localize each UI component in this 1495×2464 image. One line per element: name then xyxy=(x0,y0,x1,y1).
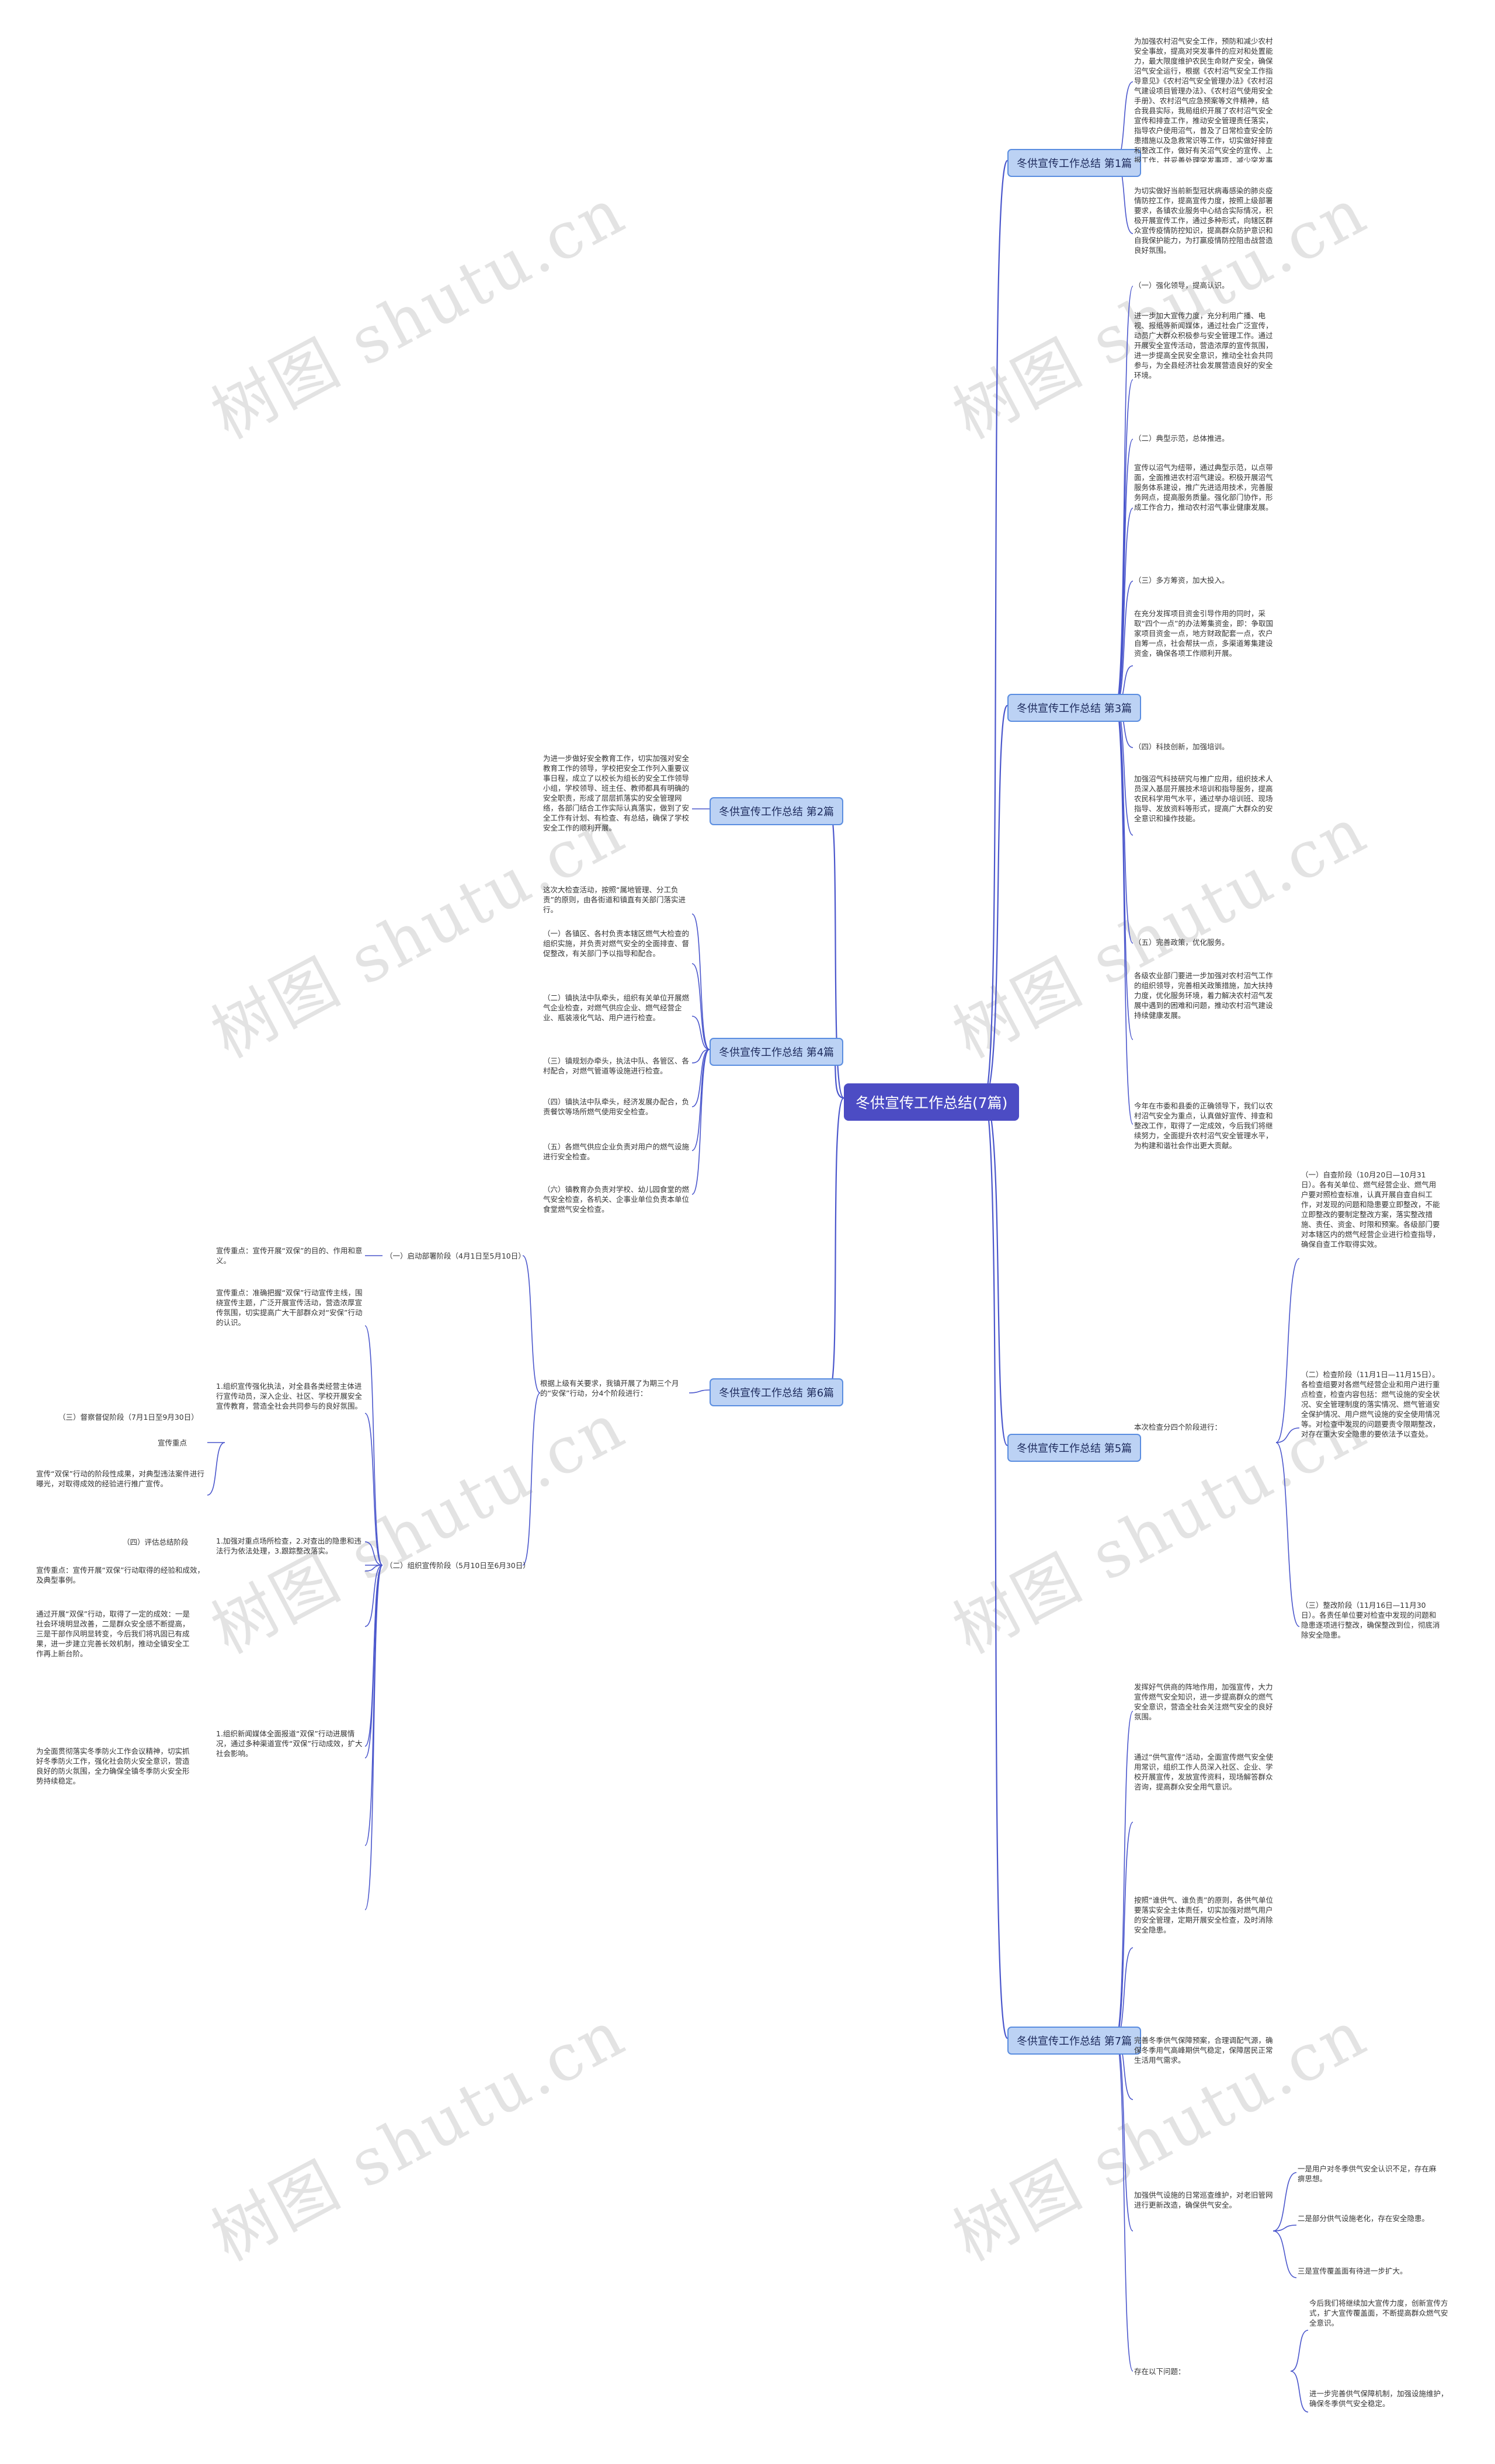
edge-root-b3 xyxy=(983,704,1009,1099)
b6-stage-2-c: 1.组织新闻媒体全面报道“双保”行动进展情况，通过多种渠道宣传“双保”行动成效，… xyxy=(216,1729,363,1758)
b7-response-2: 进一步完善供气保障机制，加强设施维护，确保冬季供气安全稳定。 xyxy=(1309,2389,1448,2408)
b7-text-2: 通过“供气宣传”活动，全面宣传燃气安全使用常识，组织工作人员深入社区、企业、学校… xyxy=(1134,1753,1273,1791)
branch-6[interactable]: 冬供宣传工作总结 第6篇 xyxy=(710,1378,844,1406)
b6-stage-4-closing: 为全面贯彻落实冬季防火工作会议精神，切实抓好冬季防火工作，强化社会防火安全意识，… xyxy=(36,1747,190,1785)
b2-text-1: 为进一步做好安全教育工作，切实加强对安全教育工作的领导，学校把安全工作列入重要议… xyxy=(543,754,690,832)
edge-root-b1 xyxy=(983,159,1008,1099)
b4-item-6: （六）镇教育办负责对学校、幼儿园食堂的燃气安全检查，各机关、企事业单位负责本单位… xyxy=(543,1185,690,1214)
b3-heading-2: （二）典型示范，总体推进。 xyxy=(1134,434,1229,443)
b4-item-3: （三）镇规划办牵头，执法中队、各管区、各村配合，对燃气管道等设施进行检查。 xyxy=(543,1057,690,1075)
b5-stage-3: （三）整改阶段（11月16日—11月30日）。各责任单位要对检查中发现的问题和隐… xyxy=(1301,1601,1440,1639)
b5-main: 本次检查分四个阶段进行： xyxy=(1134,1423,1222,1431)
b5-stage-2: （二）检查阶段（11月1日—11月15日）。各检查组要对各燃气经营企业和用户进行… xyxy=(1301,1370,1440,1438)
b6-stage-2-a: 1.组织宣传强化执法，对全县各类经营主体进行宣传动员，深入企业、社区、学校开展安… xyxy=(216,1382,363,1410)
b5-stage-1: （一）自查阶段（10月20日—10月31日）。各有关单位、燃气经营企业、燃气用户… xyxy=(1301,1170,1440,1249)
branch-7[interactable]: 冬供宣传工作总结 第7篇 xyxy=(1007,2027,1142,2055)
b6-stage-4: （四）评估总结阶段 xyxy=(123,1538,189,1546)
b7-response-1: 今后我们将继续加大宣传力度，创新宣传方式，扩大宣传覆盖面，不断提高群众燃气安全意… xyxy=(1309,2299,1448,2327)
b3-text-2: 宣传以沼气为纽带，通过典型示范，以点带面，全面推进农村沼气建设。积极开展沼气服务… xyxy=(1134,463,1273,512)
b3-text-4: 加强沼气科技研究与推广应用，组织技术人员深入基层开展技术培训和指导服务，提高农民… xyxy=(1134,774,1273,823)
b7-text-1: 发挥好气供商的阵地作用，加强宣传，大力宣传燃气安全知识，进一步提高群众的燃气安全… xyxy=(1134,1683,1273,1721)
b4-item-4: （四）镇执法中队牵头，经济发展办配合，负责餐饮等场所燃气使用安全检查。 xyxy=(543,1097,690,1116)
root-topic[interactable]: 冬供宣传工作总结(7篇) xyxy=(844,1083,1020,1121)
b3-heading-1: （一）强化领导，提高认识。 xyxy=(1134,281,1229,290)
b6-stage-4-note: 宣传重点：宣传开展“双保”行动取得的经验和成效，及典型事例。 xyxy=(36,1566,204,1584)
b6-main: 根据上级有关要求，我镇开展了为期三个月的“安保”行动，分4个阶段进行： xyxy=(540,1379,679,1398)
b7-problem-2: 二是部分供气设施老化，存在安全隐患。 xyxy=(1298,2214,1430,2223)
b4-item-2: （二）镇执法中队牵头，组织有关单位开展燃气企业检查，对燃气供应企业、燃气经营企业… xyxy=(543,993,690,1022)
b7-text-3: 按照“谁供气、谁负责”的原则，各供气单位要落实安全主体责任，切实加强对燃气用户的… xyxy=(1134,1896,1273,1934)
edge-root-b6 xyxy=(828,1097,845,1391)
b6-stage-2: （二）组织宣传阶段（5月10日至6月30日） xyxy=(385,1561,530,1570)
branch-2[interactable]: 冬供宣传工作总结 第2篇 xyxy=(710,797,844,825)
b7-problem-3: 三是宣传覆盖面有待进一步扩大。 xyxy=(1298,2267,1407,2275)
branch-1[interactable]: 冬供宣传工作总结 第1篇 xyxy=(1007,149,1142,177)
b6-stage-3: （三）督察督促阶段（7月1日至9月30日） xyxy=(58,1413,199,1422)
b7-problem-1: 一是用户对冬季供气安全认识不足，存在麻痹思想。 xyxy=(1298,2164,1437,2183)
b3-heading-5: （五）完善政策，优化服务。 xyxy=(1134,938,1229,947)
b6-stage-1-note: 宣传重点：宣传开展“双保”的目的、作用和意义。 xyxy=(216,1246,363,1265)
b6-stage-4-result: 通过开展“双保”行动，取得了一定的成效：一是社会环境明显改善，二是群众安全感不断… xyxy=(36,1610,190,1658)
b3-text-6: 今年在市委和县委的正确领导下，我们以农村沼气安全为重点，认真做好宣传、排查和整改… xyxy=(1134,1101,1273,1150)
b4-item-1: （一）各镇区、各村负责本辖区燃气大检查的组织实施，并负责对燃气安全的全面排查、督… xyxy=(543,929,690,958)
edge-root-b5 xyxy=(983,1097,1009,1447)
branch-3[interactable]: 冬供宣传工作总结 第3篇 xyxy=(1007,694,1142,722)
branch-5[interactable]: 冬供宣传工作总结 第5篇 xyxy=(1007,1434,1142,1462)
b4-item-5: （五）各燃气供应企业负责对用户的燃气设施进行安全检查。 xyxy=(543,1142,690,1161)
edge-root-b7 xyxy=(983,1097,1008,2039)
branch-4[interactable]: 冬供宣传工作总结 第4篇 xyxy=(710,1038,844,1066)
b6-stage-1-detail: 宣传重点：准确把握“双保”行动宣传主线，围绕宣传主题，广泛开展宣传活动，营造浓厚… xyxy=(216,1288,363,1327)
b7-text-5: 加强供气设施的日常巡查维护，对老旧管网进行更新改造，确保供气安全。 xyxy=(1134,2191,1273,2209)
b3-heading-3: （三）多方筹资，加大投入。 xyxy=(1134,576,1229,585)
b7-problems-label: 存在以下问题： xyxy=(1134,2367,1185,2376)
b6-stage-1: （一）启动部署阶段（4月1日至5月10日） xyxy=(385,1252,526,1260)
b3-text-3: 在充分发挥项目资金引导作用的同时，采取“四个一点”的办法筹集资金，即：争取国家项… xyxy=(1134,609,1273,658)
b6-stage-2-b: 1.加强对重点场所检查，2.对查出的隐患和违法行为依法处理，3.跟踪整改落实。 xyxy=(216,1537,361,1555)
b3-text-5: 各级农业部门要进一步加强对农村沼气工作的组织领导，完善相关政策措施，加大扶持力度… xyxy=(1134,971,1273,1020)
b4-intro: 这次大检查活动，按照“属地管理、分工负责”的原则，由各街道和镇直有关部门落实进行… xyxy=(543,885,686,914)
b1-text-1: 为加强农村沼气安全工作，预防和减少农村安全事故，提高对突发事件的应对和处置能力，… xyxy=(1134,37,1273,162)
b7-text-4: 完善冬季供气保障预案，合理调配气源，确保冬季用气高峰期供气稳定，保障居民正常生活… xyxy=(1134,2036,1273,2065)
b3-heading-4: （四）科技创新，加强培训。 xyxy=(1134,742,1229,751)
b6-stage-3-detail: 宣传“双保”行动的阶段性成果，对典型违法案件进行曝光，对取得成效的经验进行推广宣… xyxy=(36,1469,204,1488)
b1-text-2: 为切实做好当前新型冠状病毒感染的肺炎疫情防控工作，提高宣传力度，按照上级部署要求… xyxy=(1134,186,1273,255)
b6-stage-3-label: 宣传重点 xyxy=(158,1438,187,1447)
b3-text-1: 进一步加大宣传力度，充分利用广播、电视、报纸等新闻媒体，通过社会广泛宣传，动员广… xyxy=(1134,311,1273,380)
